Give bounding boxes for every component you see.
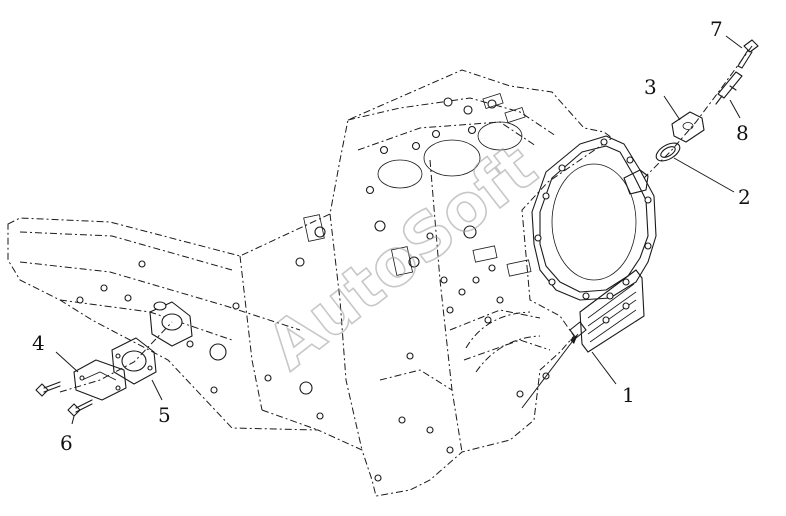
part-1-cover-plate — [521, 269, 645, 409]
part-6-bolts — [35, 381, 93, 417]
callout-7: 7 — [710, 17, 723, 41]
watermark-text: AutoSoft — [254, 130, 550, 384]
callout-2: 2 — [738, 185, 751, 209]
callout-1: 1 — [622, 383, 635, 407]
callout-5: 5 — [158, 403, 171, 427]
flywheel-housing — [531, 135, 657, 301]
callout-3: 3 — [644, 75, 657, 99]
part-8-sensor — [715, 71, 743, 105]
callout-8: 8 — [736, 121, 749, 145]
part-5-gasket — [111, 337, 157, 385]
block-holes — [76, 97, 550, 482]
part-3-flange — [643, 45, 753, 179]
callouts: 1 2 3 4 5 6 7 8 — [32, 17, 751, 455]
part-4-cover — [59, 321, 173, 401]
callout-4: 4 — [32, 331, 45, 355]
part-7-bolt — [737, 39, 759, 69]
leader-lines — [55, 35, 743, 425]
side-port-boss — [149, 301, 193, 347]
callout-6: 6 — [60, 431, 73, 455]
part-2-o-ring — [655, 142, 681, 162]
cylinder-bores — [377, 121, 523, 189]
block-slots — [303, 92, 532, 277]
